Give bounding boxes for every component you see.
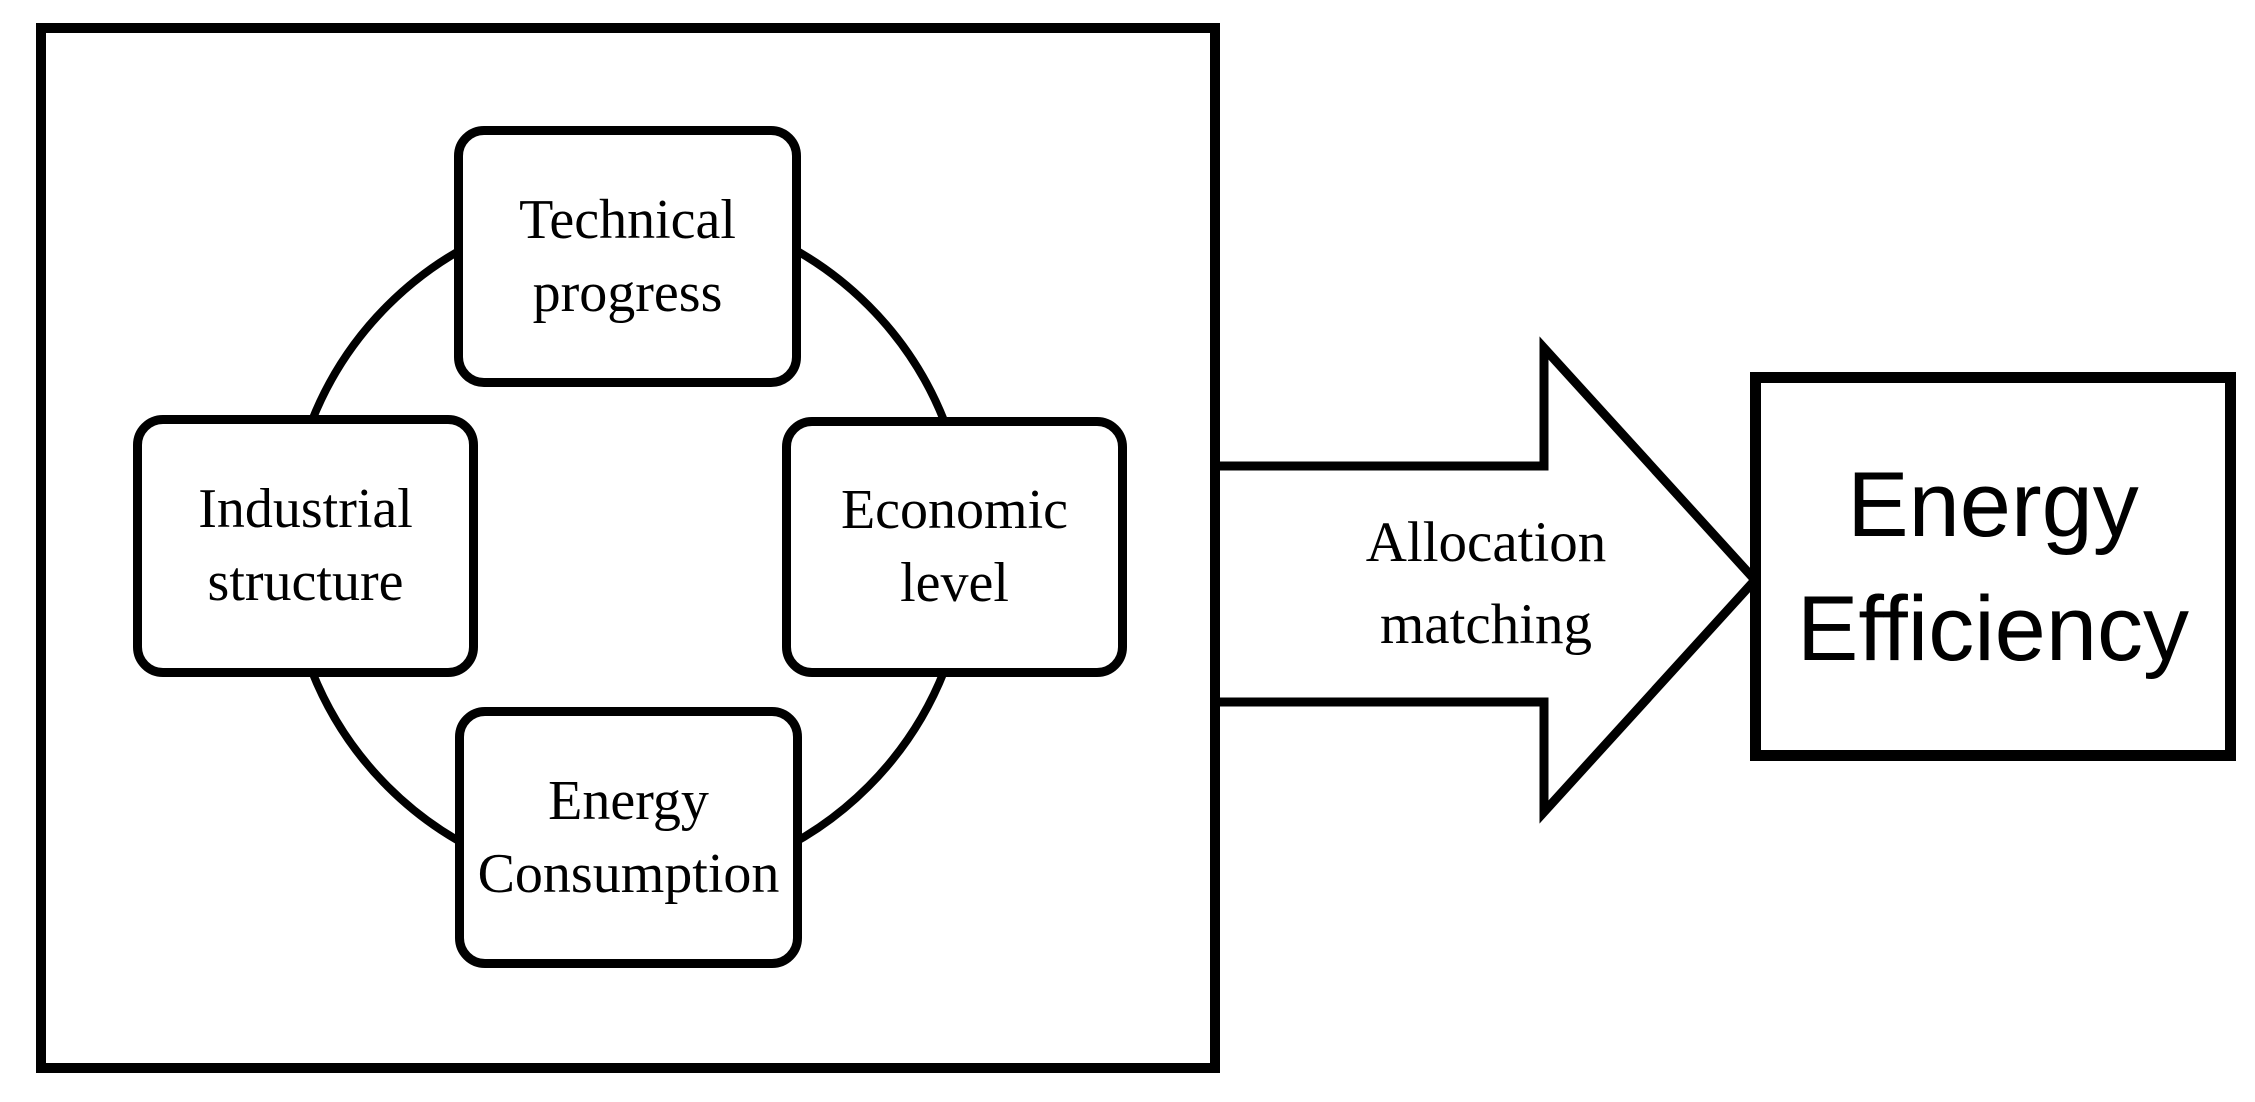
factor-box-energy-consumption: Energy Consumption: [455, 707, 802, 968]
result-label-line: Efficiency: [1796, 577, 2190, 680]
factor-box-economic-level: Economic level: [782, 417, 1127, 677]
factor-label-line: level: [900, 552, 1009, 614]
factor-label-line: Consumption: [477, 842, 780, 905]
arrow-label-line: Allocation: [1365, 511, 1607, 574]
allocation-arrow-label: Allocation matching: [1286, 464, 1686, 704]
factor-label-line: structure: [207, 551, 404, 613]
factor-label-line: progress: [532, 261, 723, 324]
factor-label-line: Industrial: [198, 478, 413, 540]
result-label-line: Energy: [1847, 453, 2139, 556]
arrow-label-line: matching: [1379, 593, 1593, 656]
system-boundary-box: [36, 23, 1220, 1073]
factor-label-line: Energy: [548, 769, 709, 832]
factor-label-line: Technical: [519, 188, 736, 251]
factor-box-industrial-structure: Industrial structure: [133, 415, 478, 677]
factor-box-technical-progress: Technical progress: [454, 126, 801, 387]
allocation-arrow-shape: [1210, 336, 1762, 824]
factor-label-line: Economic: [840, 479, 1069, 541]
energy-efficiency-box: Energy Efficiency: [1750, 372, 2236, 761]
